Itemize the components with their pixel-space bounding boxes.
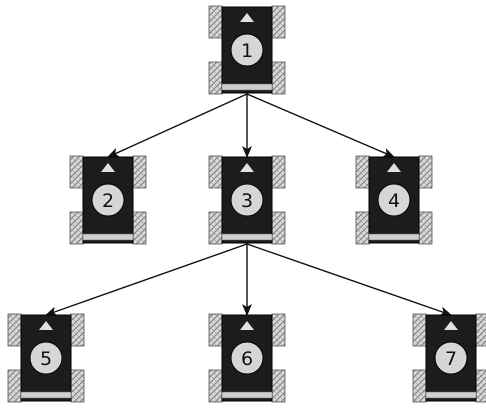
robot-2: 2 xyxy=(69,155,147,245)
edges-layer xyxy=(45,93,452,317)
robot-2-label: 2 xyxy=(102,190,114,212)
robot-2-wheel-1 xyxy=(69,155,84,189)
robot-5-bumper xyxy=(20,391,72,399)
robots-layer: 1 2 3 4 5 6 7 xyxy=(7,5,486,403)
robot-5-wheel-4 xyxy=(70,369,85,403)
robot-5: 5 xyxy=(7,313,85,403)
robot-3-label: 3 xyxy=(241,190,253,212)
robot-3-wheel-4 xyxy=(271,211,286,245)
robot-5-wheel-1 xyxy=(7,313,22,347)
robot-4-wheel-3 xyxy=(355,211,370,245)
robot-4-wheel-2 xyxy=(418,155,433,189)
robot-4-front-indicator xyxy=(387,163,401,172)
robot-2-badge xyxy=(91,183,125,217)
robot-3-badge xyxy=(230,183,264,217)
arrow-r3-to-r7 xyxy=(246,243,452,317)
robot-3-wheel-3 xyxy=(208,211,223,245)
robot-7-badge xyxy=(434,341,468,375)
robot-7-wheel-3 xyxy=(412,369,427,403)
robot-5-badge xyxy=(29,341,63,375)
robot-3-bumper xyxy=(221,233,273,241)
arrow-r1-to-r2 xyxy=(107,93,248,158)
robot-1-wheel-4 xyxy=(271,61,286,95)
robot-7-wheel-4 xyxy=(475,369,486,403)
robot-1-label: 1 xyxy=(241,40,253,62)
robot-2-wheel-3 xyxy=(69,211,84,245)
robot-5-wheel-3 xyxy=(7,369,22,403)
robot-1-wheel-3 xyxy=(208,61,223,95)
robot-7-bumper xyxy=(425,391,477,399)
robot-1-bumper xyxy=(221,83,273,91)
robot-3-wheel-1 xyxy=(208,155,223,189)
robot-7-front-indicator xyxy=(444,321,458,330)
robot-2-bumper xyxy=(82,233,134,241)
robot-6-badge xyxy=(230,341,264,375)
robot-4-bumper xyxy=(368,233,420,241)
arrow-r1-to-r4 xyxy=(246,93,395,158)
robot-6-wheel-1 xyxy=(208,313,223,347)
robot-6: 6 xyxy=(208,313,286,403)
robot-7: 7 xyxy=(412,313,486,403)
robot-6-wheel-4 xyxy=(271,369,286,403)
robot-4-wheel-4 xyxy=(418,211,433,245)
robot-2-front-indicator xyxy=(101,163,115,172)
robot-4-wheel-1 xyxy=(355,155,370,189)
robot-6-bumper xyxy=(221,391,273,399)
robot-1-wheel-1 xyxy=(208,5,223,39)
robot-5-front-indicator xyxy=(39,321,53,330)
arrow-r3-to-r5 xyxy=(45,243,248,317)
robot-5-label: 5 xyxy=(40,348,52,370)
robot-3: 3 xyxy=(208,155,286,245)
robot-4-label: 4 xyxy=(388,190,400,212)
robot-7-label: 7 xyxy=(445,348,457,370)
robot-7-wheel-1 xyxy=(412,313,427,347)
robot-3-front-indicator xyxy=(240,163,254,172)
robot-6-wheel-3 xyxy=(208,369,223,403)
robot-6-wheel-2 xyxy=(271,313,286,347)
robot-1-front-indicator xyxy=(240,13,254,22)
robot-7-wheel-2 xyxy=(475,313,486,347)
robot-2-wheel-4 xyxy=(132,211,147,245)
robot-1-badge xyxy=(230,33,264,67)
robot-4-badge xyxy=(377,183,411,217)
robot-3-wheel-2 xyxy=(271,155,286,189)
robot-5-wheel-2 xyxy=(70,313,85,347)
robot-6-label: 6 xyxy=(241,348,253,370)
robot-1: 1 xyxy=(208,5,286,95)
robot-1-wheel-2 xyxy=(271,5,286,39)
robot-4: 4 xyxy=(355,155,433,245)
robot-6-front-indicator xyxy=(240,321,254,330)
robot-2-wheel-2 xyxy=(132,155,147,189)
